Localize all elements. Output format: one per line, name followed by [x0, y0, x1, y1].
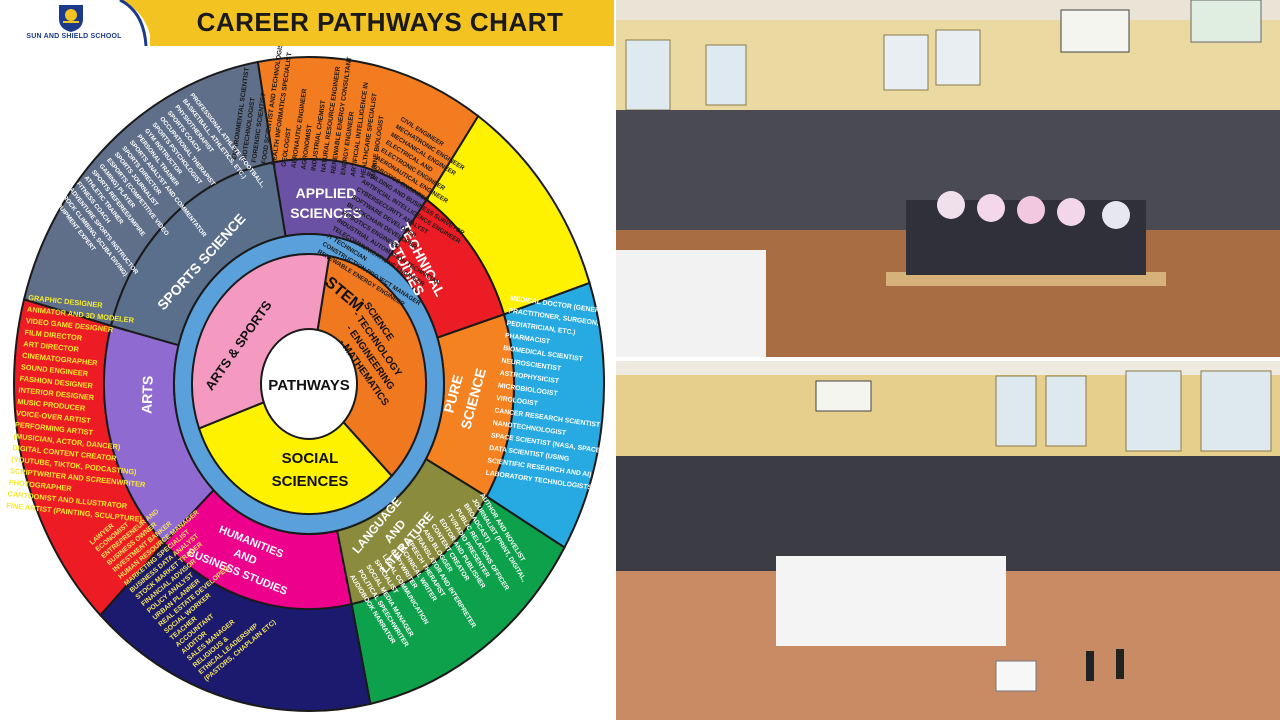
school-name: SUN AND SHIELD SCHOOL: [26, 33, 122, 40]
career-chart-panel: SUN AND SHIELD SCHOOL CAREER PATHWAYS CH…: [0, 0, 614, 720]
photos-panel: [614, 0, 1280, 720]
career-list-applied: ENVIRONMENTAL SCIENTISTBIOTECHNOLOGISTFO…: [231, 46, 385, 180]
center-label: PATHWAYS: [268, 377, 349, 394]
page-title: CAREER PATHWAYS CHART: [196, 7, 564, 37]
logo-swoosh-icon: [118, 0, 158, 46]
track-label-arts: ARTS: [138, 375, 155, 414]
sun-shield-emblem-icon: [59, 5, 83, 32]
center-circle: [260, 328, 358, 440]
track-label-applied-2: SCIENCES: [290, 205, 362, 221]
track-label-applied: APPLIED: [296, 185, 357, 201]
pathway-sector-social: [197, 382, 394, 515]
classroom-photo-bottom: [616, 361, 1280, 720]
classroom-photo-top: [616, 0, 1280, 357]
pathway-label-social: SOCIAL: [282, 450, 339, 467]
pathway-label-social-2: SCIENCES: [272, 473, 349, 490]
school-logo: SUN AND SHIELD SCHOOL: [0, 0, 158, 46]
pathway-sector-stem: [307, 254, 427, 478]
